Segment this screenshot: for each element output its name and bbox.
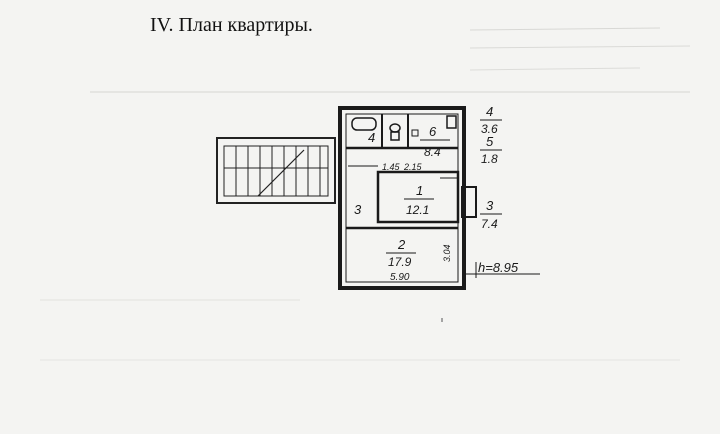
legend-room-area: 3.6 [481,122,498,136]
room-number: 2 [397,237,406,252]
document-title: IV. План квартиры. [150,14,313,36]
ceiling-height: h=8.95 [478,260,519,275]
dimension-label: 5.90 [390,272,410,283]
legend-room-number: 5 [486,134,494,149]
room-number: 1 [416,183,423,198]
legend-room-area: 1.8 [481,152,498,166]
area-legend: 4 3.6 5 1.8 3 7.4 [480,104,502,231]
ceiling-height-note: h=8.95 [464,260,540,278]
bathtub-icon [351,117,377,131]
room-number: 3 [354,202,362,217]
room-area: 17.9 [388,255,412,269]
room-area: 12.1 [406,203,429,217]
bleed-through-marks [40,27,691,361]
stove-icon [446,115,457,129]
stairwell [216,137,336,204]
legend-room-number: 3 [486,198,494,213]
dimension-label: 2.15 [403,162,423,172]
room-number: 4 [368,130,375,145]
sink-icon [411,129,419,137]
room-area: 8.4 [424,145,441,159]
room-number: 6 [429,124,437,139]
dimension-label: 3.04 [442,244,452,262]
dimension-label: 1.45 [382,162,401,172]
apartment-walls [338,106,477,290]
legend-room-number: 4 [486,104,493,119]
toilet-icon [389,123,401,141]
legend-room-area: 7.4 [481,217,498,231]
